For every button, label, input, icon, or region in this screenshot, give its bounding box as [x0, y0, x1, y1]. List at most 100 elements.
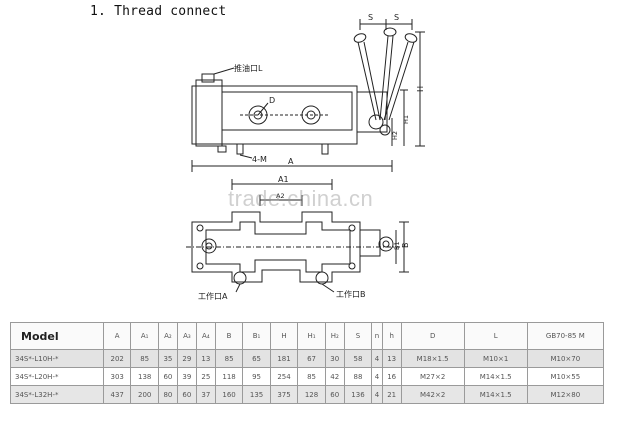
- port-l-fitting: [201, 73, 215, 83]
- table-cell: 58: [343, 349, 373, 368]
- spec-header-row: Model A A₁ A₂ A₃ A₄ B B₁ H H₁ H₂ S n h D…: [10, 322, 605, 350]
- table-cell: 13: [195, 349, 216, 368]
- table-cell: 254: [269, 367, 299, 386]
- lever-left: [357, 41, 377, 121]
- col-model: Model: [10, 322, 104, 350]
- port-a-label: 工作口A: [198, 291, 228, 301]
- dim-s2-label: S: [394, 13, 399, 22]
- dim-b1-label: B1: [393, 241, 401, 250]
- table-cell: M10×70: [526, 349, 605, 368]
- table-cell: 67: [297, 349, 326, 368]
- actuator-housing: [356, 91, 388, 133]
- table-cell: 135: [242, 385, 271, 404]
- col-l: L: [463, 322, 528, 350]
- table-row: 34S*-L20H-* 303 138 60 39 25 118 95 254 …: [10, 367, 605, 386]
- table-cell: 95: [242, 367, 271, 386]
- table-cell: 303: [102, 367, 132, 386]
- dim-4m-label: 4-M: [252, 155, 267, 164]
- table-cell: M12×80: [526, 385, 605, 404]
- spec-table: Model A A₁ A₂ A₃ A₄ B B₁ H H₁ H₂ S n h D…: [10, 322, 605, 404]
- dim-h-label: H: [416, 86, 425, 92]
- table-cell: 4: [371, 367, 383, 386]
- cell-model: 34S*-L32H-*: [10, 385, 104, 404]
- col-a3: A₃: [176, 322, 197, 350]
- col-a2: A₂: [157, 322, 178, 350]
- table-cell: 200: [130, 385, 159, 404]
- bottom-view: [186, 179, 409, 293]
- col-b: B: [214, 322, 244, 350]
- table-cell: 138: [130, 367, 159, 386]
- cell-model: 34S*-L20H-*: [10, 367, 104, 386]
- dim-a2-label: A2: [276, 192, 285, 200]
- left-end-cap: [195, 79, 223, 147]
- table-cell: M42×2: [400, 385, 465, 404]
- table-cell: 60: [324, 385, 345, 404]
- dim-a-label: A: [288, 157, 294, 166]
- engineering-drawing: 推油口L D 4-M A S S H H1 H2 A1 A2 B B1 工作口A…: [186, 13, 425, 301]
- table-cell: 437: [102, 385, 132, 404]
- table-cell: M14×1.5: [463, 367, 528, 386]
- col-h2: H₂: [324, 322, 345, 350]
- table-cell: 202: [102, 349, 132, 368]
- table-cell: 4: [371, 349, 383, 368]
- dim-h2-label: H2: [391, 131, 399, 140]
- col-a4: A₄: [195, 322, 216, 350]
- lever-center: [379, 35, 389, 121]
- dim-h1-label: H1: [402, 115, 410, 124]
- port-l-label: 推油口L: [234, 63, 263, 73]
- cell-model: 34S*-L10H-*: [10, 349, 104, 368]
- watermark: trade.china.cn: [228, 186, 374, 211]
- col-gb: GB70-85 M: [526, 322, 605, 350]
- table-cell: M27×2: [400, 367, 465, 386]
- table-cell: 80: [157, 385, 178, 404]
- dim-a1-label: A1: [278, 175, 289, 184]
- table-cell: 60: [176, 385, 197, 404]
- dim-d-label: D: [269, 96, 275, 105]
- table-cell: 13: [381, 349, 402, 368]
- col-n: n: [371, 322, 383, 350]
- valve-body: [191, 85, 358, 145]
- col-s: S: [343, 322, 373, 350]
- table-cell: 4: [371, 385, 383, 404]
- table-cell: 118: [214, 367, 244, 386]
- table-cell: 375: [269, 385, 299, 404]
- table-cell: 60: [157, 367, 178, 386]
- table-cell: M10×55: [526, 367, 605, 386]
- table-cell: 128: [297, 385, 326, 404]
- table-cell: 21: [381, 385, 402, 404]
- table-cell: 88: [343, 367, 373, 386]
- top-view: [191, 19, 425, 172]
- table-cell: 37: [195, 385, 216, 404]
- table-cell: 181: [269, 349, 299, 368]
- col-a1: A₁: [130, 322, 159, 350]
- table-cell: 35: [157, 349, 178, 368]
- table-cell: 25: [195, 367, 216, 386]
- table-cell: 85: [130, 349, 159, 368]
- table-cell: 136: [343, 385, 373, 404]
- table-cell: 16: [381, 367, 402, 386]
- table-cell: 42: [324, 367, 345, 386]
- table-cell: 39: [176, 367, 197, 386]
- table-row: 34S*-L32H-* 437 200 80 60 37 160 135 375…: [10, 385, 605, 404]
- table-cell: 65: [242, 349, 271, 368]
- section-title: 1. Thread connect: [90, 4, 227, 19]
- table-cell: 30: [324, 349, 345, 368]
- table-cell: 85: [214, 349, 244, 368]
- table-cell: M10×1: [463, 349, 528, 368]
- base-plate-outline: [191, 211, 361, 283]
- col-b1: B₁: [242, 322, 271, 350]
- table-cell: 85: [297, 367, 326, 386]
- lever-right: [383, 41, 409, 121]
- col-h: H: [269, 322, 299, 350]
- table-cell: M14×1.5: [463, 385, 528, 404]
- table-row: 34S*-L10H-* 202 85 35 29 13 85 65 181 67…: [10, 349, 605, 368]
- col-h1: H₁: [297, 322, 326, 350]
- port-b-label: 工作口B: [336, 289, 366, 299]
- table-cell: 29: [176, 349, 197, 368]
- col-h-small: h: [381, 322, 402, 350]
- table-cell: 160: [214, 385, 244, 404]
- col-d: D: [400, 322, 465, 350]
- col-a: A: [102, 322, 132, 350]
- table-cell: M18×1.5: [400, 349, 465, 368]
- center-block: [221, 91, 353, 131]
